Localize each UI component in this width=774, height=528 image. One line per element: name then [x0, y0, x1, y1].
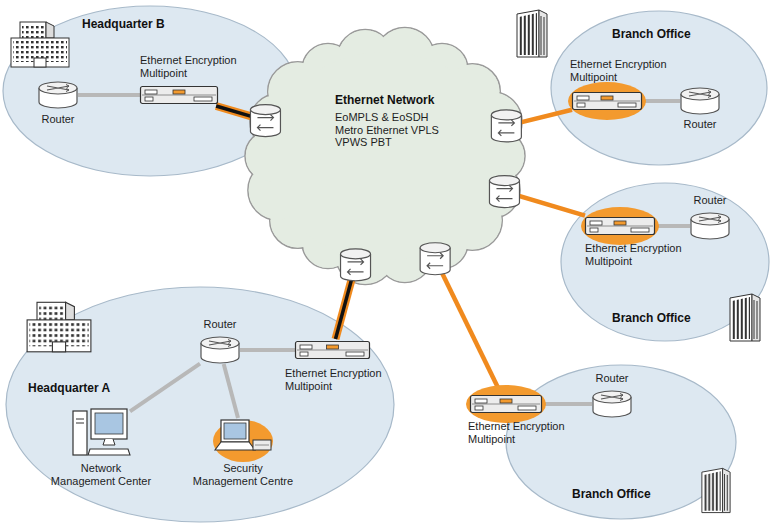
branch-building	[730, 294, 760, 341]
text-holder: Ethernet Encryption Multipoint	[140, 54, 250, 79]
switch-icon	[250, 105, 280, 137]
encryptor-device-art	[470, 393, 542, 415]
text-holder: Ethernet Network	[335, 94, 475, 108]
text-holder: Headquarter B	[82, 18, 212, 32]
network-protocols: EoMPLS & EoSDH Metro Ethernet VPLS VPWS …	[335, 111, 439, 149]
site-title: Branch Office	[612, 312, 712, 326]
text-holder: Branch Office	[612, 312, 712, 326]
text-holder: Headquarter A	[28, 382, 148, 396]
wan-link	[435, 259, 501, 393]
switch-icon	[420, 243, 450, 275]
text-holder: Router	[33, 113, 83, 126]
device-label: Network Management Center	[49, 462, 153, 487]
laptop-icon-art	[215, 418, 271, 456]
text-holder: Router	[195, 318, 245, 331]
device-label: Router	[33, 113, 83, 126]
site-title: Headquarter B	[82, 18, 212, 32]
site-zone: Headquarter ARouterEthernet Encryption M…	[5, 286, 395, 523]
encryptor-device: Ethernet Encryption Multipoint	[140, 84, 218, 106]
text-holder: Ethernet Encryption Multipoint	[585, 242, 695, 267]
branch-building	[517, 10, 547, 57]
text-holder: Branch Office	[572, 488, 672, 502]
encryptor-device-art	[585, 215, 655, 237]
lan-link	[240, 350, 295, 351]
text-holder: Router	[685, 194, 735, 207]
text-holder: Branch Office	[612, 28, 712, 42]
lan-link	[642, 101, 680, 102]
encryptor-device: Ethernet Encryption Multipoint	[470, 393, 542, 415]
device-label: Router	[675, 118, 725, 131]
router-icon-art	[690, 212, 730, 240]
site-title: Headquarter A	[28, 382, 148, 396]
network-title: Ethernet Network	[335, 94, 475, 108]
device-label: Ethernet Encryption Multipoint	[585, 242, 695, 267]
text-holder: Router	[587, 372, 637, 385]
text-holder: Ethernet Encryption Multipoint	[285, 367, 395, 392]
switch-icon	[489, 176, 519, 208]
device-label: Ethernet Encryption Multipoint	[468, 420, 578, 445]
site-zone: Branch OfficeRouterEthernet Encryption M…	[505, 364, 737, 520]
router-icon: Router	[592, 390, 632, 418]
device-label: Ethernet Encryption Multipoint	[570, 58, 680, 83]
router-icon: Router	[680, 87, 720, 115]
encryptor-device-art	[295, 339, 370, 361]
text-holder: Ethernet Encryption Multipoint	[570, 58, 680, 83]
hq-building	[27, 302, 91, 352]
device-label: Router	[587, 372, 637, 385]
lan-link	[655, 226, 690, 227]
device-label: Security Management Centre	[191, 462, 295, 487]
router-icon: Router	[200, 336, 240, 364]
site-zone: Branch OfficeRouterEthernet Encryption M…	[560, 182, 770, 342]
device-label: Ethernet Encryption Multipoint	[140, 54, 250, 79]
encryptor-device-art	[572, 90, 642, 112]
encryptor-device-art	[140, 84, 218, 106]
site-ellipse	[5, 286, 395, 523]
site-zone: Branch OfficeEthernet Encryption Multipo…	[550, 10, 768, 166]
text-holder: Security Management Centre	[191, 462, 295, 487]
router-icon: Router	[690, 212, 730, 240]
switch-icon	[341, 249, 371, 281]
device-label: Router	[195, 318, 245, 331]
router-icon: Router	[38, 81, 78, 109]
text-holder: Network Management Center	[49, 462, 153, 487]
encryptor-device: Ethernet Encryption Multipoint	[295, 339, 370, 361]
site-title: Branch Office	[612, 28, 712, 42]
device-label: Router	[685, 194, 735, 207]
encryptor-device: Ethernet Encryption Multipoint	[572, 90, 642, 112]
lan-link	[542, 404, 592, 405]
workstation-icon: Network Management Center	[72, 405, 130, 457]
workstation-icon-art	[72, 405, 130, 457]
router-icon-art	[200, 336, 240, 364]
device-label: Ethernet Encryption Multipoint	[285, 367, 395, 392]
ethernet-cloud: Ethernet NetworkEoMPLS & EoSDH Metro Eth…	[245, 30, 525, 282]
text-holder: EoMPLS & EoSDH Metro Ethernet VPLS VPWS …	[335, 111, 439, 149]
router-icon-art	[680, 87, 720, 115]
router-icon-art	[592, 390, 632, 418]
site-title: Branch Office	[572, 488, 672, 502]
cloud-outline	[245, 30, 525, 282]
router-icon-art	[38, 81, 78, 109]
text-holder: Ethernet Encryption Multipoint	[468, 420, 578, 445]
branch-building	[702, 468, 730, 512]
laptop-icon: Security Management Centre	[215, 418, 271, 456]
switch-icon	[491, 110, 521, 142]
lan-link	[78, 95, 140, 96]
encryptor-device: Ethernet Encryption Multipoint	[585, 215, 655, 237]
site-zone: Headquarter B Router Ethernet Encryption M…	[2, 5, 298, 177]
text-holder: Router	[675, 118, 725, 131]
